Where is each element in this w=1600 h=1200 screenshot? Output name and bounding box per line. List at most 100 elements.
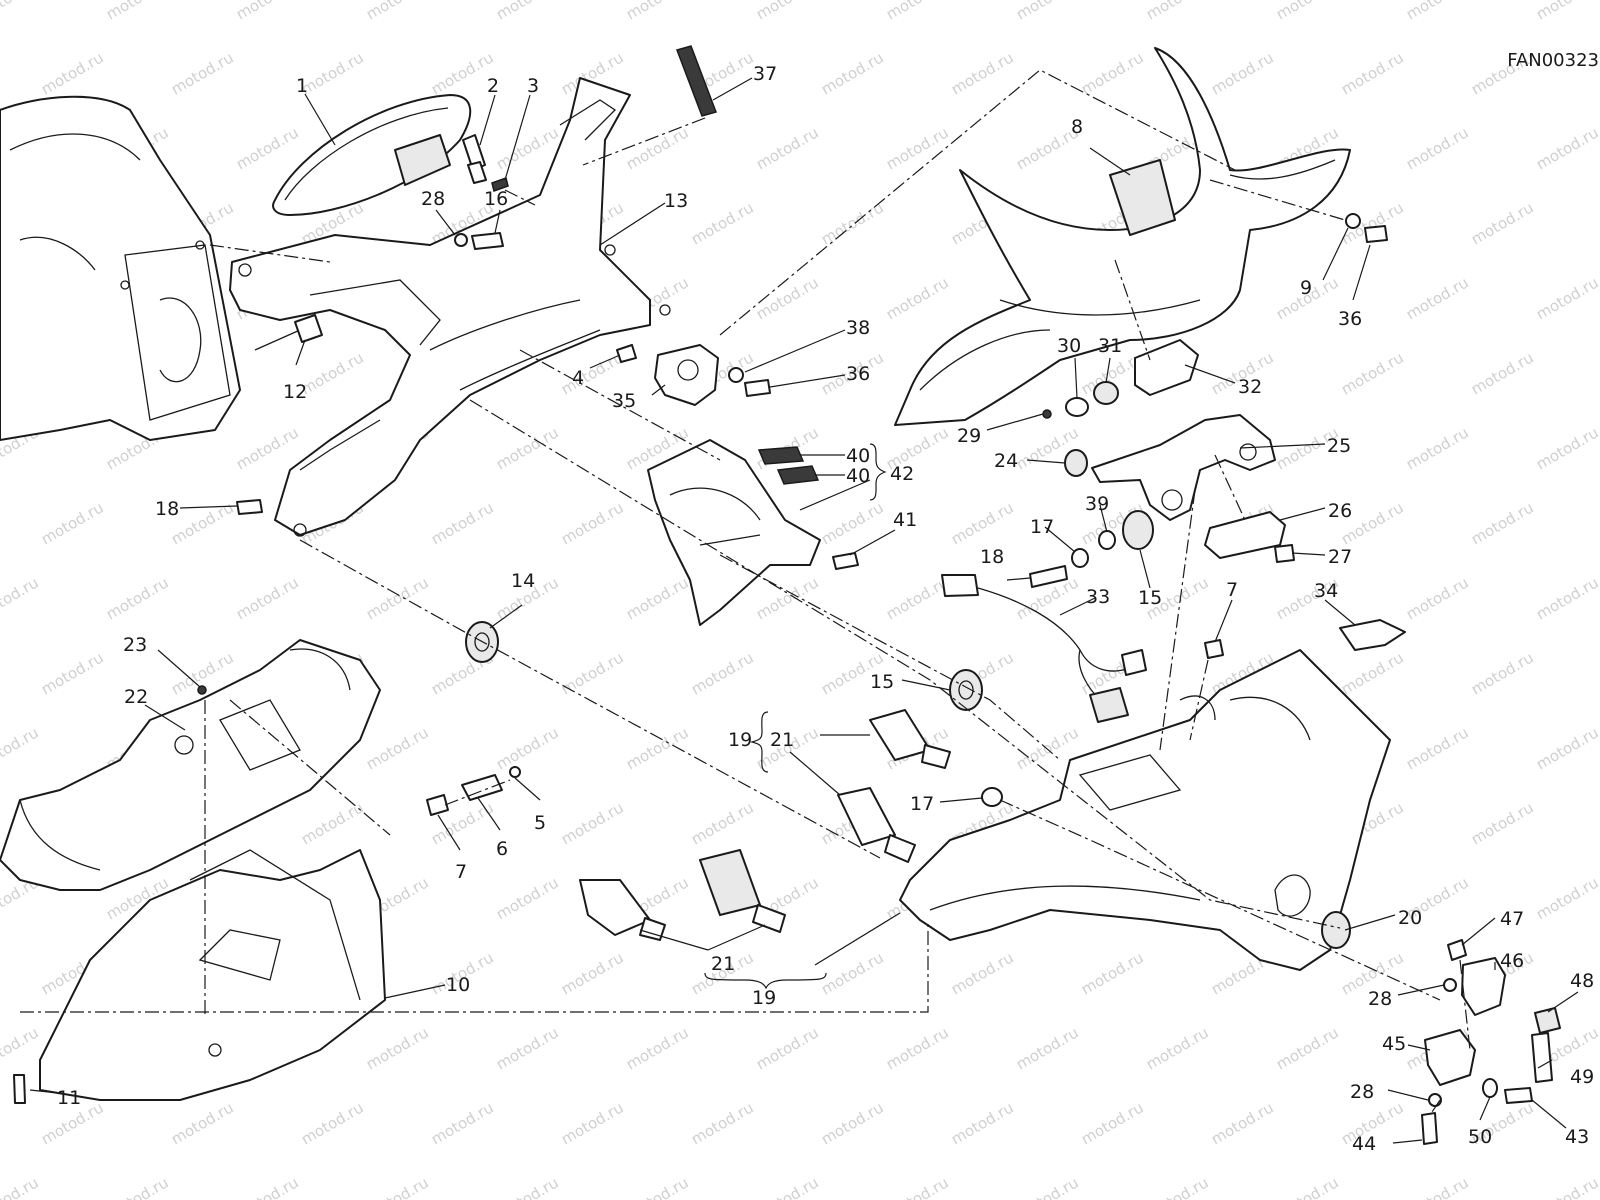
watermark-text: motod.ru	[1533, 1173, 1600, 1200]
watermark-text: motod.ru	[0, 573, 42, 623]
watermark-text: motod.ru	[1143, 1173, 1212, 1200]
washer-39	[1098, 530, 1116, 550]
callout-28: 28	[421, 188, 445, 210]
callout-45: 45	[1382, 1033, 1406, 1055]
watermark-text: motod.ru	[1533, 273, 1600, 323]
watermark-text: motod.ru	[38, 48, 107, 98]
watermark-text: motod.ru	[948, 498, 1017, 548]
relay-26	[1204, 511, 1286, 559]
callout-labels: FAN00323 1 2 3 37 28 16 13 12 4 35 38 36…	[57, 50, 1599, 1155]
watermark-text: motod.ru	[0, 0, 42, 23]
bolt-16	[471, 232, 504, 250]
callout-22: 22	[124, 686, 148, 708]
callout-19-upper: 19	[728, 729, 752, 751]
watermark-text: motod.ru	[883, 273, 952, 323]
callout-28-upper: 28	[1368, 988, 1392, 1010]
nut-5	[509, 766, 521, 778]
callout-2: 2	[487, 75, 499, 97]
washer-9	[1345, 213, 1361, 229]
grommet-15-upper	[1122, 510, 1154, 550]
bracket-25	[1091, 414, 1276, 521]
watermark-text: motod.ru	[1533, 573, 1600, 623]
watermark-text: motod.ru	[818, 48, 887, 98]
watermark-text: motod.ru	[1338, 648, 1407, 698]
left-side-fairing	[0, 639, 381, 891]
callout-8: 8	[1071, 116, 1083, 138]
watermark-text: motod.ru	[1078, 948, 1147, 998]
watermark-text: motod.ru	[948, 48, 1017, 98]
watermark-text: motod.ru	[1013, 0, 1082, 23]
callout-27: 27	[1328, 546, 1352, 568]
watermark-text: motod.ru	[0, 723, 42, 773]
instrument-panel	[272, 94, 472, 216]
watermark-text: motod.ru	[948, 948, 1017, 998]
callout-36-right: 36	[1338, 308, 1362, 330]
washer-28	[454, 233, 468, 247]
watermark-text: motod.ru	[1468, 798, 1537, 848]
callout-48: 48	[1570, 970, 1594, 992]
cover-42	[647, 439, 821, 626]
callout-49: 49	[1570, 1066, 1594, 1088]
clip-3	[491, 177, 509, 192]
callout-40-lower: 40	[846, 465, 870, 487]
watermark-text: motod.ru	[1143, 1023, 1212, 1073]
watermark-text: motod.ru	[103, 0, 172, 23]
callout-4: 4	[572, 367, 584, 389]
watermark-text: motod.ru	[168, 1098, 237, 1148]
watermark-text: motod.ru	[623, 723, 692, 773]
watermark-text: motod.ru	[0, 1023, 42, 1073]
watermark-text: motod.ru	[558, 498, 627, 548]
callout-44: 44	[1352, 1133, 1376, 1155]
callout-31: 31	[1098, 335, 1122, 357]
callout-25: 25	[1327, 435, 1351, 457]
watermark-text: motod.ru	[298, 1098, 367, 1148]
watermark-text: motod.ru	[1078, 1098, 1147, 1148]
bracket-34	[1339, 619, 1406, 651]
assembly-lines	[20, 69, 1471, 1116]
frame-head	[0, 95, 241, 441]
bulb-21-upper	[869, 709, 951, 769]
watermark-text: motod.ru	[883, 573, 952, 623]
watermark-text: motod.ru	[753, 123, 822, 173]
washer-30	[1065, 397, 1089, 417]
drawing-code: FAN00323	[1507, 50, 1599, 71]
callout-34: 34	[1314, 580, 1338, 602]
watermark-text: motod.ru	[1208, 48, 1277, 98]
watermark-text: motod.ru	[1013, 1173, 1082, 1200]
ignition-bracket	[654, 344, 719, 406]
callout-18: 18	[155, 498, 179, 520]
watermark-text: motod.ru	[688, 198, 757, 248]
washer-38	[728, 367, 744, 383]
sensor-32	[1134, 339, 1199, 396]
watermark-text: motod.ru	[168, 48, 237, 98]
grouping-brackets	[704, 443, 887, 990]
watermark-text: motod.ru	[753, 1023, 822, 1073]
watermark-text: motod.ru	[233, 123, 302, 173]
watermark-text: motod.ru	[233, 0, 302, 23]
watermark-text: motod.ru	[363, 723, 432, 773]
callout-35: 35	[612, 390, 636, 412]
bolt-12	[254, 314, 323, 351]
watermark-text: motod.ru	[558, 648, 627, 698]
callout-42: 42	[890, 463, 914, 485]
callout-7-left: 7	[455, 861, 467, 883]
callout-50: 50	[1468, 1126, 1492, 1148]
clip-4	[616, 344, 637, 363]
grommet-15-lower	[949, 669, 983, 711]
cap-27	[1274, 544, 1295, 563]
bracket-46	[1461, 957, 1506, 1016]
watermark-text: motod.ru	[363, 1023, 432, 1073]
callout-9: 9	[1300, 277, 1312, 299]
watermark-text: motod.ru	[233, 573, 302, 623]
watermark-text: motod.ru	[753, 1173, 822, 1200]
watermark-text: motod.ru	[623, 1173, 692, 1200]
washer-17-lower	[981, 787, 1003, 807]
bulb-21-middle	[837, 787, 916, 863]
watermark-text: motod.ru	[233, 423, 302, 473]
watermark-text: motod.ru	[818, 948, 887, 998]
watermark-text: motod.ru	[623, 123, 692, 173]
screw-41	[832, 552, 859, 570]
watermark-text: motod.ru	[1403, 573, 1472, 623]
watermark-text: motod.ru	[38, 498, 107, 548]
watermark-text: motod.ru	[493, 0, 562, 23]
